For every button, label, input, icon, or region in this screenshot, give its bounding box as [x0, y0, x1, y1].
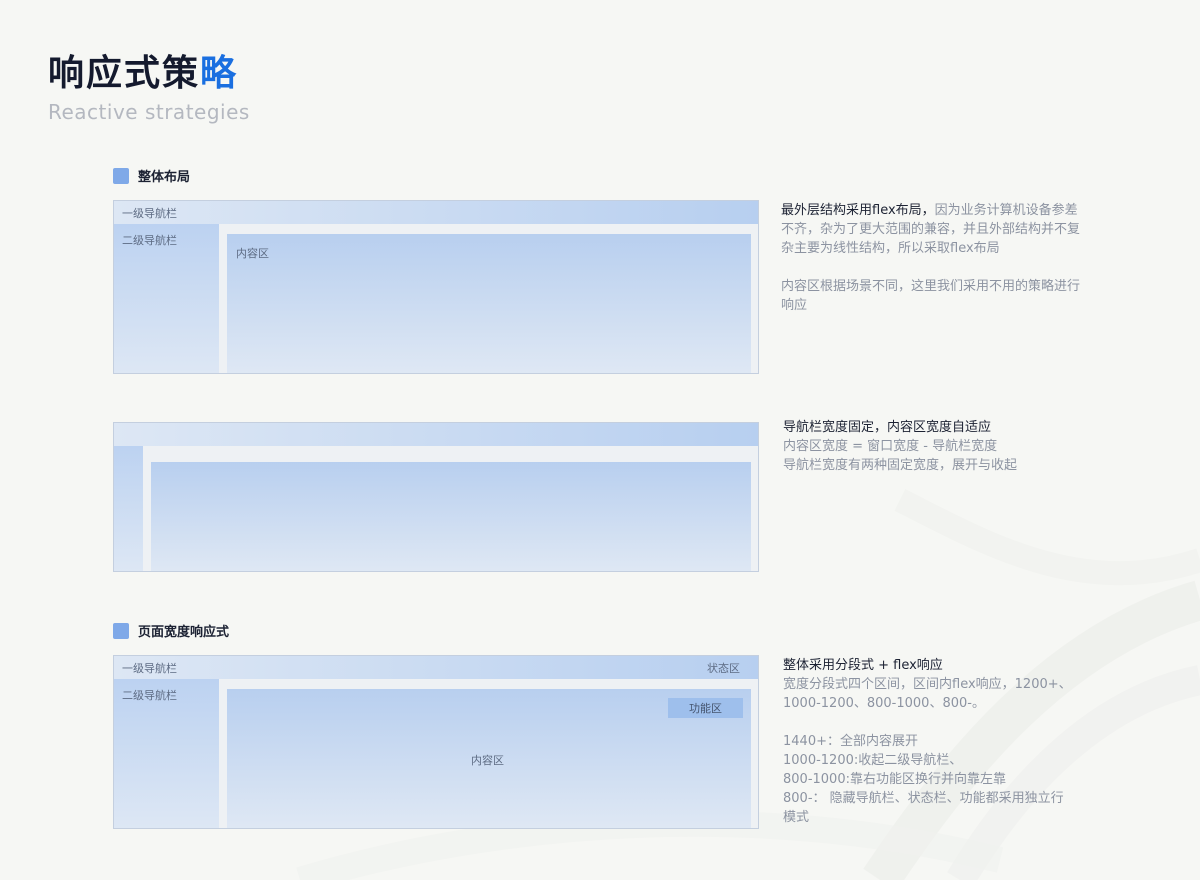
layout-desc-rest: 因为业务计算机设备参差不齐，杂为了更大范围的兼容，并且外部结构并不复杂主要为线性… — [781, 203, 1081, 256]
title-accent: 略 — [200, 53, 239, 94]
primary-nav-label: 一级导航栏 — [122, 207, 177, 220]
section-square-icon — [113, 167, 129, 184]
title-main: 响应式策 — [48, 53, 201, 94]
content-area-label: 内容区 — [471, 754, 504, 767]
primary-nav-bar: 一级导航栏 状态区 — [114, 656, 758, 679]
responsive-desc-line2: 宽度分段式四个区间，区间内flex响应，1200+、1000-1200、800-… — [783, 677, 1072, 711]
function-area-label: 功能区 — [689, 702, 722, 715]
secondary-nav-bar: 二级导航栏 — [114, 224, 219, 373]
responsive-rule-800: 800-1000:靠右功能区换行并向靠左靠 — [783, 772, 1006, 787]
section-heading-layout: 整体布局 — [113, 166, 190, 185]
section-heading-label: 整体布局 — [138, 170, 191, 185]
fixed-nav-desc-line3: 导航栏宽度有两种固定宽度，展开与收起 — [783, 458, 1018, 473]
secondary-nav-label: 二级导航栏 — [122, 234, 177, 247]
primary-nav-bar — [114, 423, 758, 446]
responsive-rule-1000: 1000-1200:收起二级导航栏、 — [783, 753, 963, 768]
layout-description: 最外层结构采用flex布局，因为业务计算机设备参差不齐，杂为了更大范围的兼容，并… — [781, 201, 1087, 315]
primary-nav-label: 一级导航栏 — [122, 662, 177, 675]
page-title: 响应式策略 — [48, 50, 238, 98]
status-area-label: 状态区 — [707, 662, 740, 675]
function-area: 功能区 — [668, 698, 743, 718]
secondary-nav-label: 二级导航栏 — [122, 689, 177, 702]
content-area-label: 内容区 — [236, 247, 269, 260]
primary-nav-bar: 一级导航栏 — [114, 201, 758, 224]
responsive-rule-1440: 1440+：全部内容展开 — [783, 734, 918, 749]
layout-desc-lead: 最外层结构采用flex布局， — [781, 203, 935, 218]
responsive-description: 整体采用分段式 + flex响应 宽度分段式四个区间，区间内flex响应，120… — [783, 656, 1073, 827]
fixed-nav-desc-line2: 内容区宽度 = 窗口宽度 - 导航栏宽度 — [783, 439, 998, 454]
page-subtitle: Reactive strategies — [48, 100, 250, 124]
fixed-nav-diagram — [113, 422, 759, 572]
fixed-nav-desc-lead: 导航栏宽度固定，内容区宽度自适应 — [783, 420, 992, 435]
layout-diagram: 一级导航栏 二级导航栏 内容区 — [113, 200, 759, 374]
content-area: 内容区 — [227, 234, 751, 373]
section-heading-label: 页面宽度响应式 — [138, 625, 230, 640]
responsive-rule-below-800: 800-： 隐藏导航栏、状态栏、功能都采用独立行模式 — [783, 791, 1064, 825]
responsive-desc-lead: 整体采用分段式 + flex响应 — [783, 658, 943, 673]
section-square-icon — [113, 622, 129, 639]
section-heading-responsive: 页面宽度响应式 — [113, 621, 229, 640]
collapsed-side-nav — [114, 446, 143, 571]
content-area: 功能区 内容区 — [227, 689, 751, 828]
adaptive-content-area — [151, 462, 751, 571]
secondary-nav-bar: 二级导航栏 — [114, 679, 219, 828]
responsive-diagram: 一级导航栏 状态区 二级导航栏 功能区 内容区 — [113, 655, 759, 829]
layout-desc-para2: 内容区根据场景不同，这里我们采用不用的策略进行响应 — [781, 279, 1081, 313]
fixed-nav-description: 导航栏宽度固定，内容区宽度自适应 内容区宽度 = 窗口宽度 - 导航栏宽度 导航… — [783, 418, 1083, 475]
